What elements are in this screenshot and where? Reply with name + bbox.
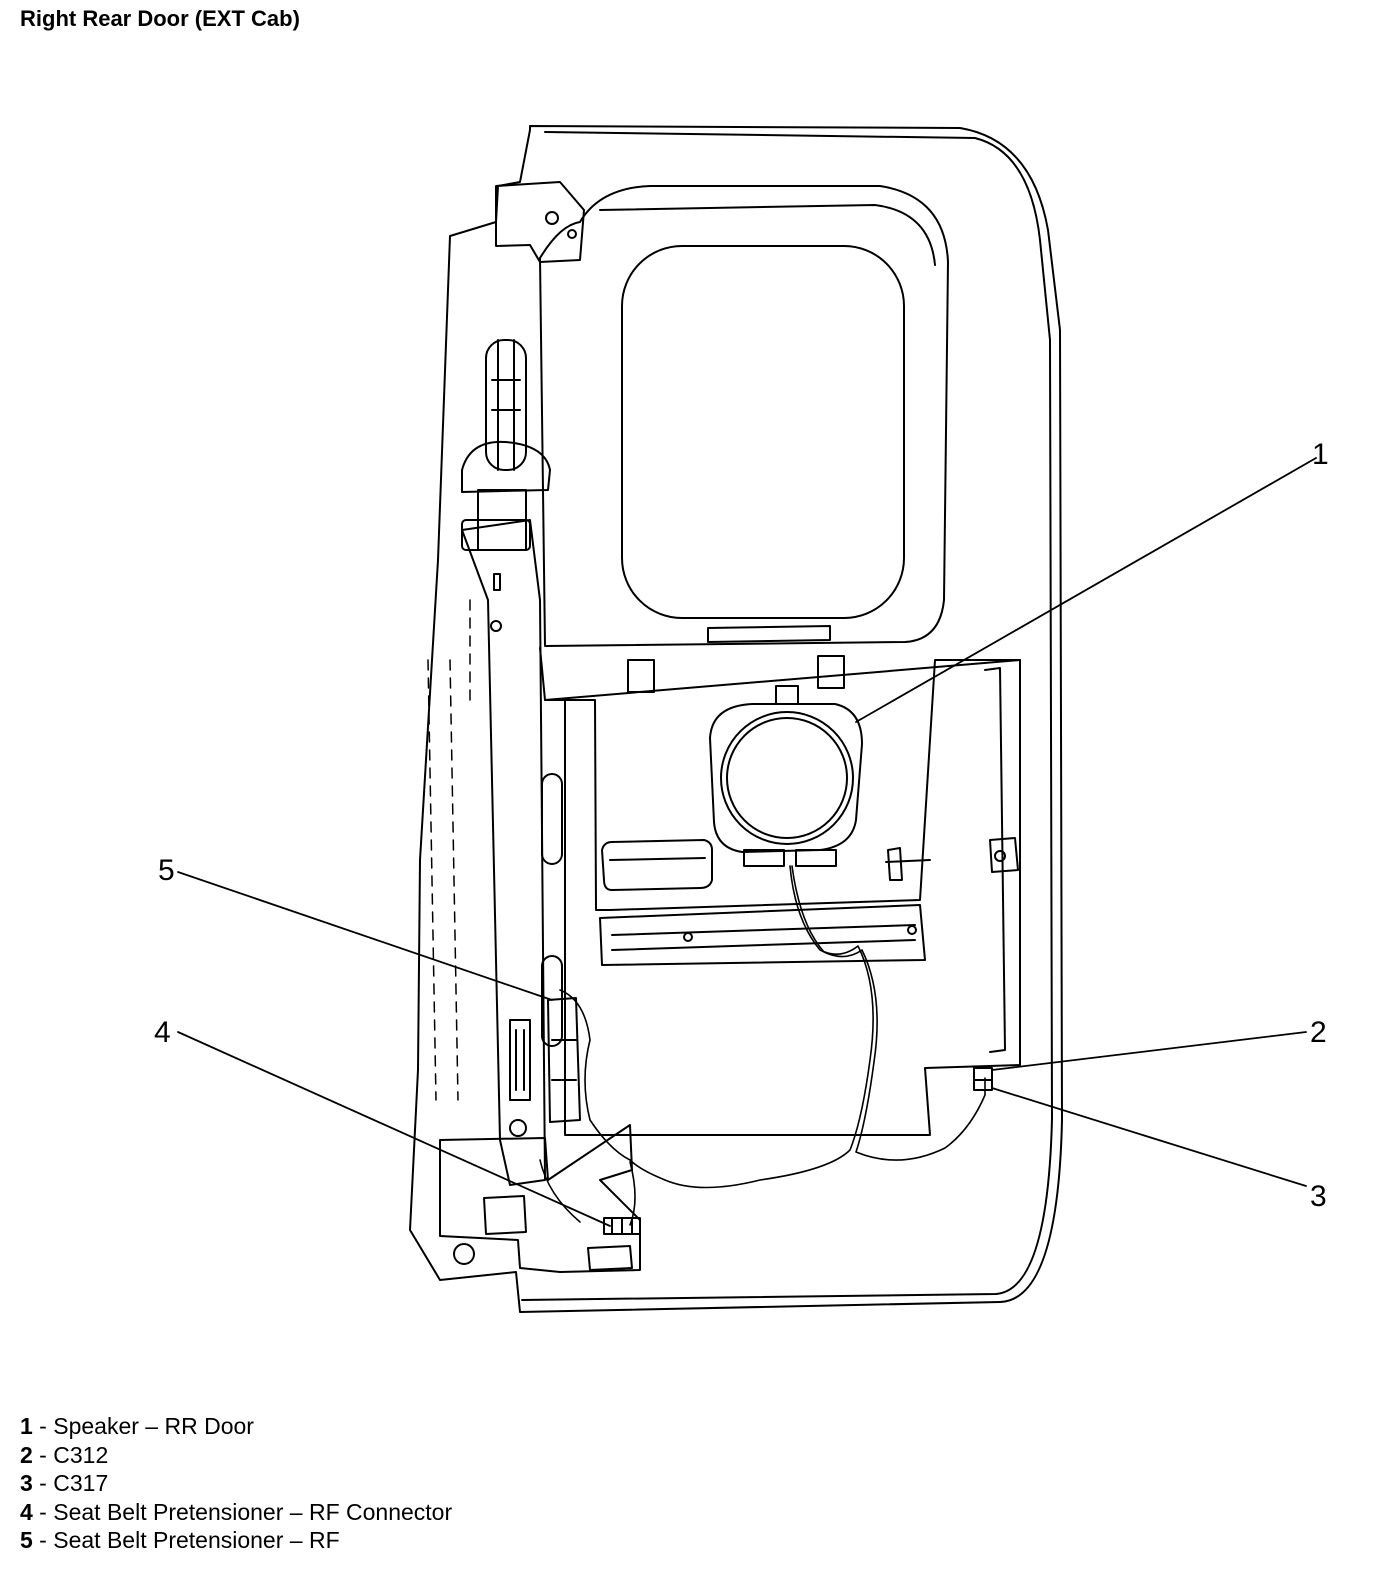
callout-2: 2 [1310,1016,1327,1049]
legend-item-separator: - [32,1498,54,1525]
legend: 1 - Speaker – RR Door 2 - C312 3 - C317 … [20,1412,452,1555]
legend-item-separator: - [32,1441,54,1468]
door-drawing: 1 2 3 4 5 [154,125,1329,1313]
speaker-rr-door [709,685,863,867]
diagram-title: Right Rear Door (EXT Cab) [20,6,300,31]
legend-item-separator: - [32,1527,54,1553]
legend-item: 1 - Speaker – RR Door [20,1412,452,1441]
legend-item-text: Seat Belt Pretensioner – RF [53,1527,340,1553]
callout-3: 3 [1310,1180,1327,1213]
hidden-lines [427,599,471,1101]
callout-4: 4 [154,1016,171,1049]
legend-item-separator: - [32,1413,54,1439]
legend-item: 5 - Seat Belt Pretensioner – RF [20,1526,452,1555]
legend-item: 4 - Seat Belt Pretensioner – RF Connecto… [20,1498,452,1527]
seat-belt-pretensioner-rf [547,997,581,1123]
legend-item-text: C317 [53,1470,109,1496]
connector-c317 [973,1079,993,1091]
legend-item-separator: - [32,1470,54,1496]
legend-item-number: 4 [20,1498,33,1525]
window-frame [539,185,949,647]
legend-item-number: 1 [20,1413,33,1439]
legend-item-text: Speaker – RR Door [53,1413,254,1439]
callout-5: 5 [158,854,175,887]
door-outer-shell [409,125,1063,1313]
window-glass [621,245,905,619]
wiring-harness [539,865,986,1226]
callout-1: 1 [1312,438,1329,471]
seat-belt-pillar [461,519,546,1186]
legend-item-number: 2 [20,1441,33,1468]
door-handle [601,839,713,891]
inner-door-panel [564,659,1021,1136]
leader-lines [177,457,1317,1227]
legend-item-number: 5 [20,1527,33,1553]
legend-item: 2 - C312 [20,1441,452,1470]
legend-item-text: C312 [53,1441,109,1468]
legend-item-text: Seat Belt Pretensioner – RF Connector [53,1498,453,1525]
legend-item: 3 - C317 [20,1469,452,1498]
connector-c312 [973,1067,993,1081]
legend-item-number: 3 [20,1470,33,1496]
